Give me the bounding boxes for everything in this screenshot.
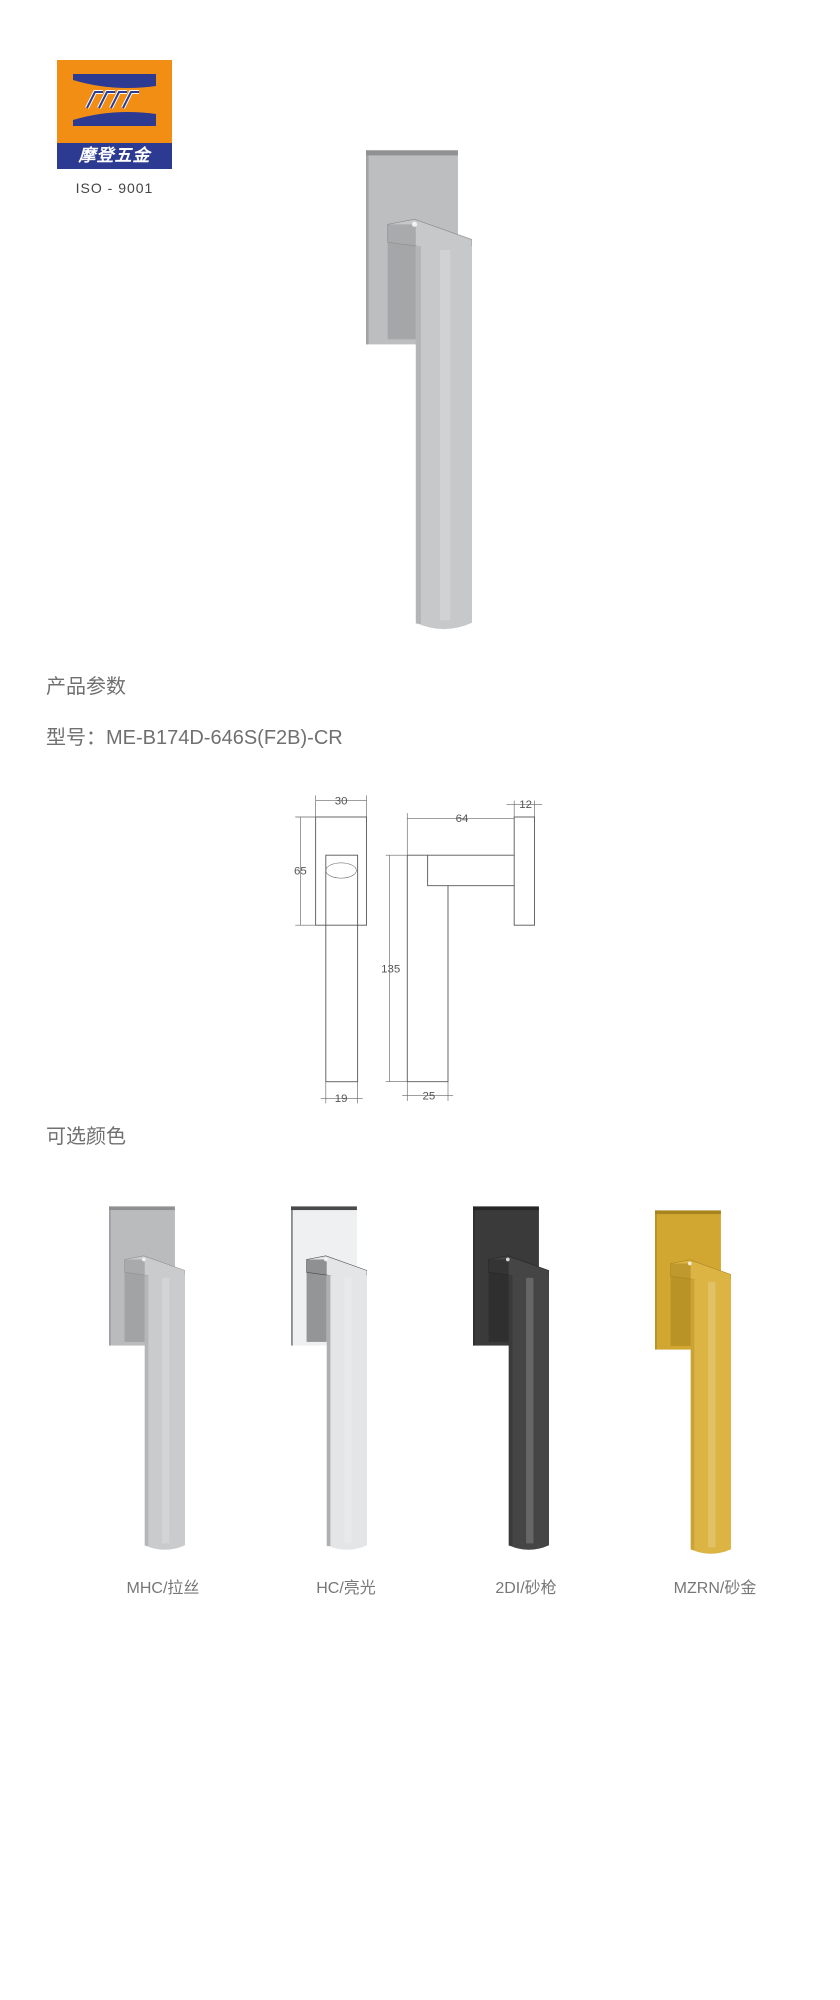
dim-grip-width-front: 19 — [335, 1093, 348, 1105]
logo-mark-icon — [73, 74, 156, 126]
section-heading-params: 产品参数 — [46, 676, 126, 698]
color-option-label: HC/亮光 — [316, 1580, 376, 1597]
iso-certification: ISO - 9001 — [75, 180, 154, 196]
front-grip — [325, 854, 359, 1083]
color-option-label: MZRN/砂金 — [673, 1580, 757, 1597]
front-plate — [315, 816, 367, 926]
color-option-mhc-image — [109, 1206, 185, 1550]
dim-plate-thickness: 12 — [519, 799, 532, 811]
color-option-label: 2DI/砂枪 — [495, 1580, 557, 1597]
section-heading-colors: 可选颜色 — [46, 1126, 126, 1148]
side-grip — [406, 854, 515, 1083]
brand-logo: 摩登五金 — [57, 60, 172, 169]
technical-drawing: 30 65 19 64 12 135 25 — [294, 795, 543, 1105]
dim-plate-width: 30 — [335, 795, 348, 807]
logo-brand-text: 摩登五金 — [57, 143, 172, 169]
dim-plate-height: 65 — [294, 865, 307, 877]
hero-handle-image — [366, 150, 472, 630]
dim-grip-width-side: 25 — [423, 1091, 436, 1103]
color-option-label: MHC/拉丝 — [126, 1580, 200, 1597]
color-option-hc-image — [291, 1206, 367, 1550]
color-option-2di-image — [473, 1206, 549, 1550]
dim-length: 135 — [381, 963, 400, 975]
side-plate — [513, 816, 535, 926]
dim-projection: 64 — [456, 813, 469, 825]
model-number: 型号：ME-B174D-646S(F2B)-CR — [46, 727, 343, 749]
color-option-mzrn-image — [655, 1210, 731, 1554]
